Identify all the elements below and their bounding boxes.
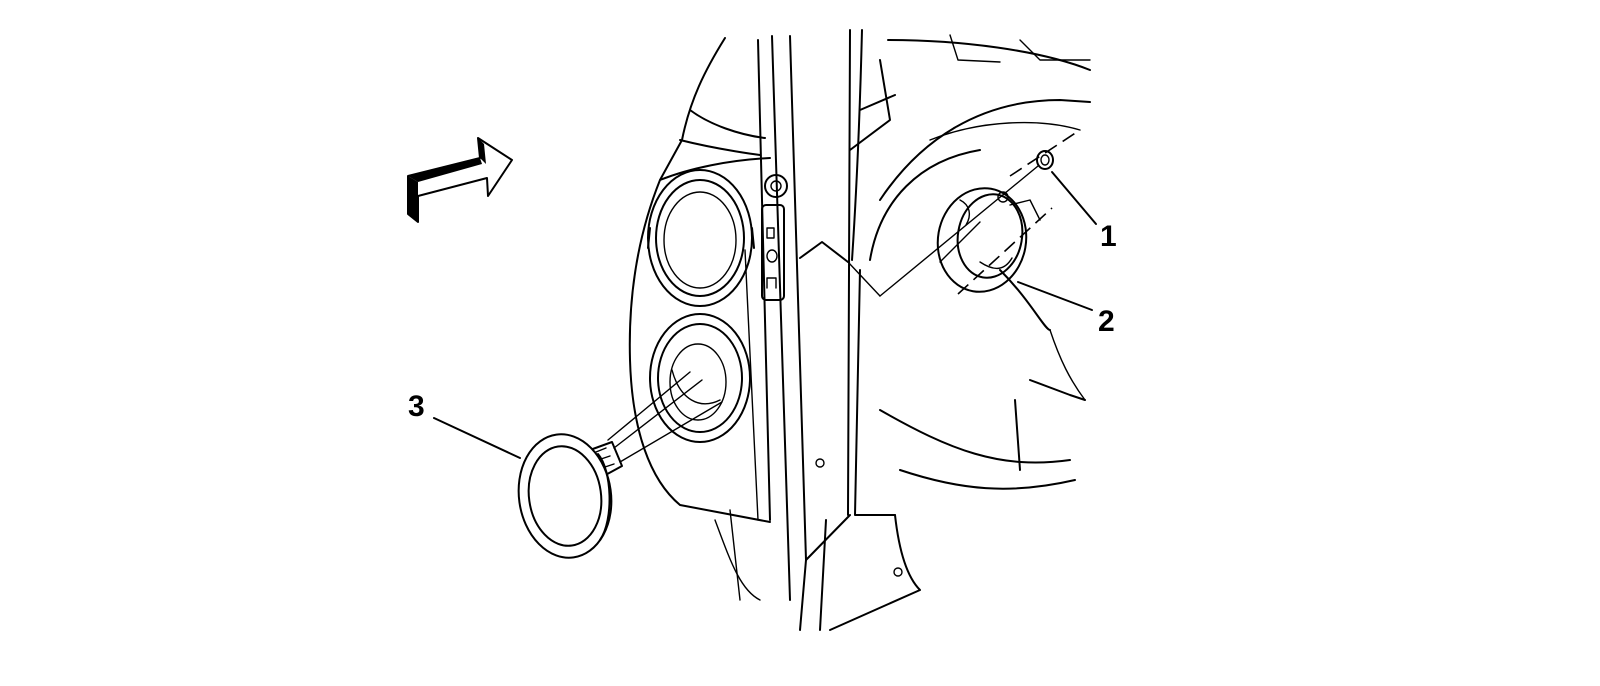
bulb-socket-housing (936, 187, 1041, 293)
callout-1: 1 (1100, 220, 1117, 253)
bulb (1036, 150, 1054, 170)
vehicle-body-linework (628, 29, 1091, 631)
callout-2: 2 (1098, 305, 1115, 338)
leader-lines (433, 171, 1097, 459)
callout-3: 3 (408, 390, 425, 423)
upper-lamp-lens (647, 169, 755, 307)
lower-lamp-socket-opening (649, 313, 751, 443)
lamp-socket-plug (517, 371, 723, 559)
removal-path-lines (847, 129, 1081, 297)
forward-direction-arrow-icon (407, 137, 513, 223)
